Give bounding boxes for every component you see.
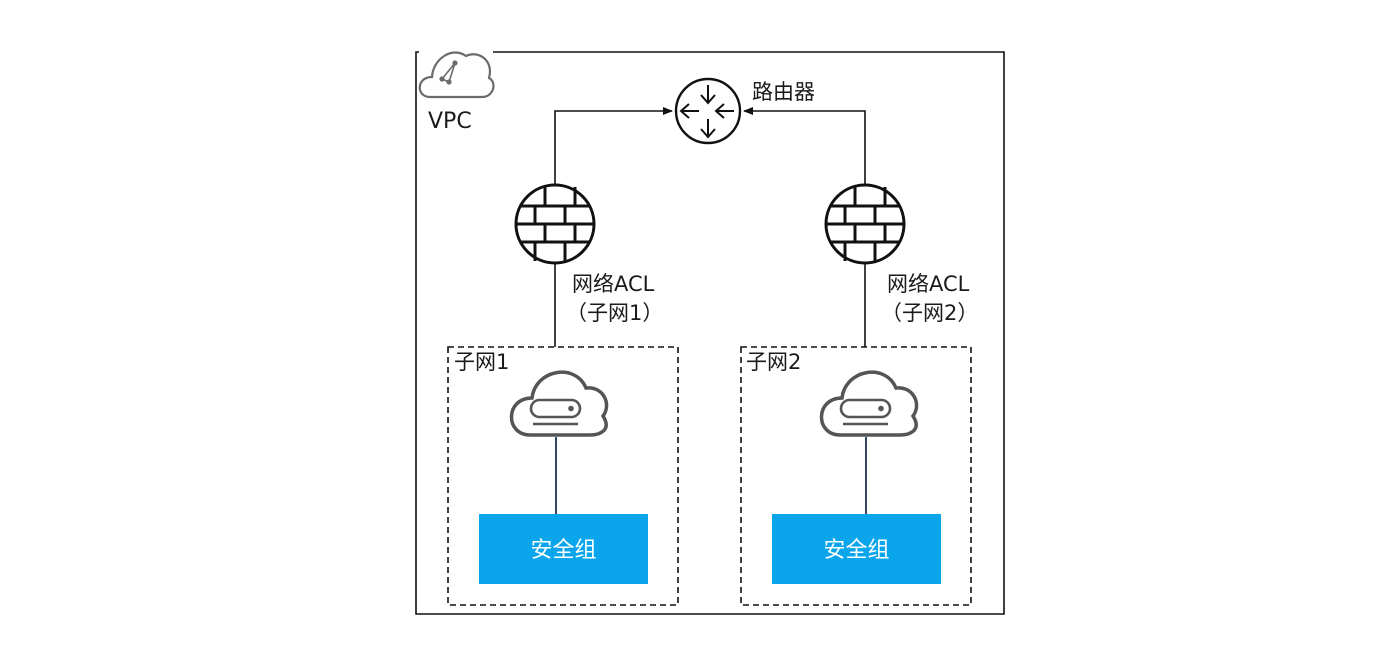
subnet-1-label: 子网1 xyxy=(454,350,509,374)
security-group-1-label: 安全组 xyxy=(530,538,596,563)
acl-left-label-line2: （子网1） xyxy=(566,301,663,325)
connector-acl2-router xyxy=(743,107,866,184)
subnet-1-box xyxy=(447,346,679,606)
firewall-icon-left xyxy=(514,183,596,265)
vpc-cloud-icon xyxy=(418,51,495,99)
acl-left-label-line1: 网络ACL xyxy=(572,272,655,296)
cloud-server-icon-left xyxy=(509,370,609,437)
vpc-label: VPC xyxy=(428,109,472,134)
subnet-2-box xyxy=(740,346,972,606)
vpc-boundary xyxy=(415,51,1005,615)
acl-right-label-line2: （子网2） xyxy=(881,301,978,325)
subnet-2-label: 子网2 xyxy=(746,350,801,374)
router-icon xyxy=(674,77,742,145)
connector-acl1-router xyxy=(554,107,673,184)
security-group-2-box xyxy=(772,514,941,584)
cloud-server-icon-right xyxy=(819,370,919,437)
acl-right-label-line1: 网络ACL xyxy=(887,272,970,296)
router-label: 路由器 xyxy=(752,80,815,104)
firewall-icon-right xyxy=(824,183,906,265)
security-group-2-label: 安全组 xyxy=(823,538,889,563)
security-group-1-box xyxy=(479,514,648,584)
